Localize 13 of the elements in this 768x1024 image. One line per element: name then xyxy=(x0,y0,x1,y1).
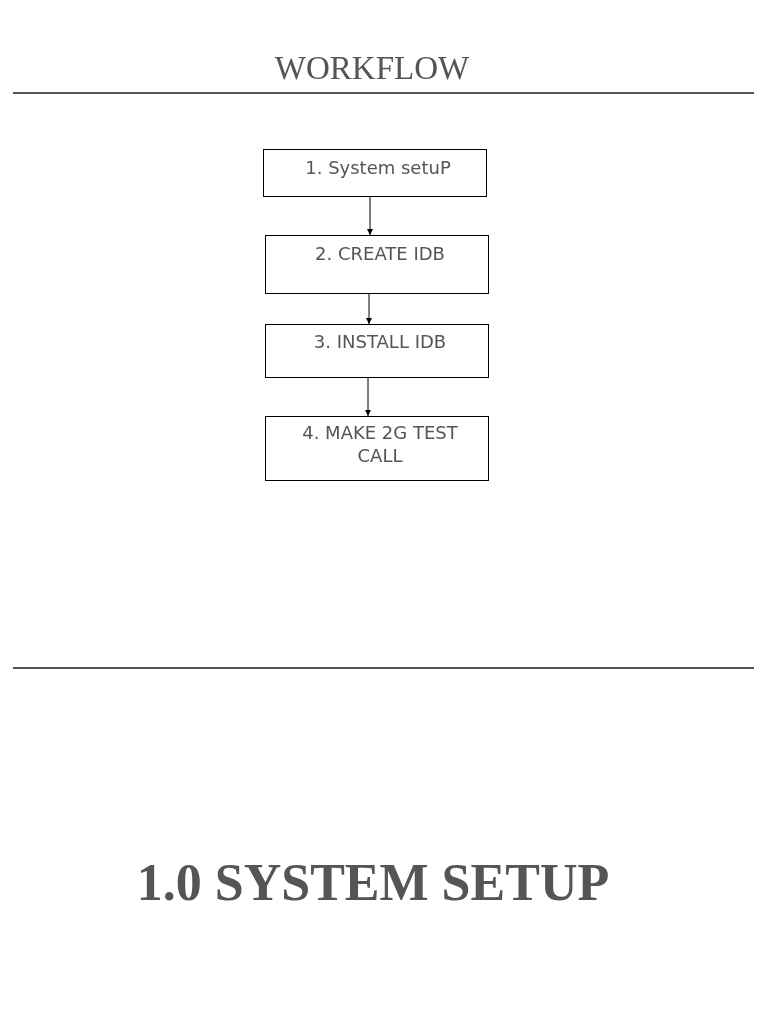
slide-title: WORKFLOW xyxy=(273,49,471,88)
step-label: 1. System setuP xyxy=(304,156,452,179)
process-box xyxy=(265,324,489,378)
process-box xyxy=(263,149,487,197)
step-label: 4. MAKE 2G TEST CALL xyxy=(301,421,459,467)
arrow xyxy=(365,377,371,417)
step-label: 3. INSTALL IDB xyxy=(312,330,448,353)
process-box xyxy=(265,235,489,294)
step-label: 2. CREATE IDB xyxy=(314,242,446,265)
section-heading: 1.0 SYSTEM SETUP xyxy=(135,853,611,913)
arrow xyxy=(366,293,372,325)
arrow xyxy=(367,196,373,236)
process-box xyxy=(265,416,489,481)
